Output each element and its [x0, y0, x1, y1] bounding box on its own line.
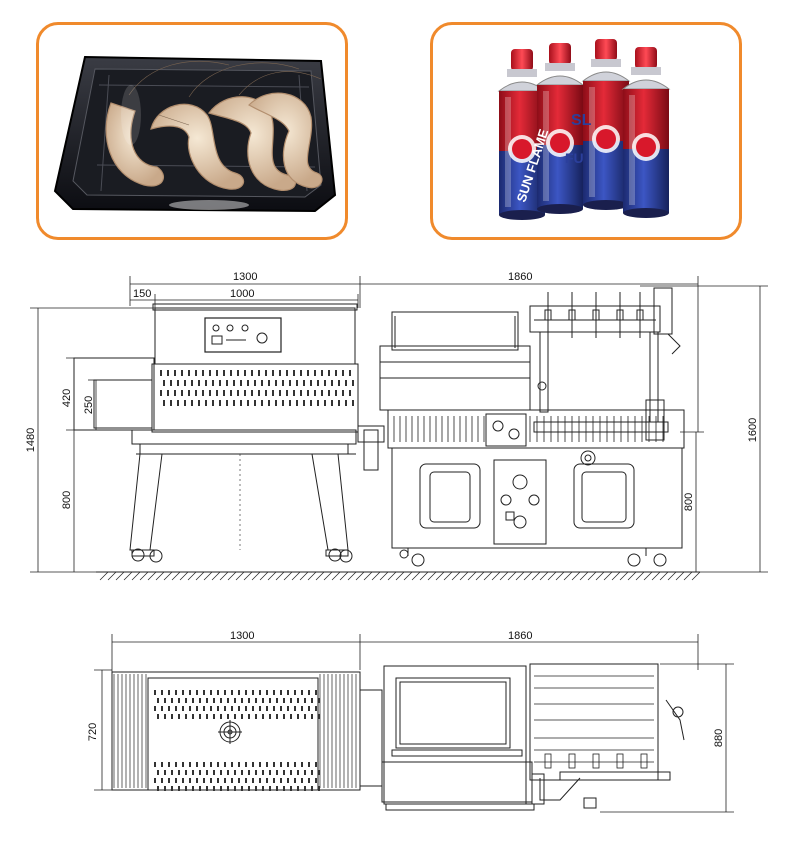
dim-top-width-left: 720 — [87, 723, 99, 741]
dim-front-overall-left: 1300 — [233, 271, 257, 283]
dim-front-tunnel-length: 1000 — [230, 288, 254, 300]
dim-front-total-height-right: 1600 — [747, 418, 759, 442]
dim-front-table-height-left: 800 — [61, 491, 73, 509]
shrimp-tray-photo — [53, 55, 337, 213]
dim-front-tunnel-height-inner: 250 — [83, 396, 95, 414]
technical-drawing: 1300 1860 150 1000 420 250 1480 800 1600… — [25, 271, 768, 813]
dim-top-width-right: 880 — [713, 729, 725, 747]
gas-can-pack-photo: SL SUN FLAME FU — [497, 39, 671, 220]
dim-front-overall-right: 1860 — [508, 271, 532, 283]
front-view — [73, 287, 701, 581]
dim-front-offset: 150 — [133, 288, 151, 300]
shrimp-photo-frame — [36, 22, 348, 240]
can-label-brand: FU — [565, 150, 584, 166]
cans-photo-frame: SL SUN FLAME FU — [430, 22, 742, 240]
gas-can — [621, 47, 671, 218]
dim-top-overall-left: 1300 — [230, 630, 254, 642]
dimension-labels: 1300 1860 150 1000 420 250 1480 800 1600… — [25, 271, 759, 747]
dim-top-overall-right: 1860 — [508, 630, 532, 642]
gas-can — [535, 43, 585, 214]
gas-cans — [497, 39, 671, 220]
dim-front-tunnel-height-outer: 420 — [61, 389, 73, 407]
gas-can — [581, 39, 631, 210]
dim-front-total-height-left: 1480 — [25, 428, 37, 452]
can-label-top: SL — [571, 112, 592, 129]
top-view — [111, 663, 685, 811]
dimension-lines — [30, 276, 768, 813]
dim-front-table-height-right: 800 — [683, 493, 695, 511]
